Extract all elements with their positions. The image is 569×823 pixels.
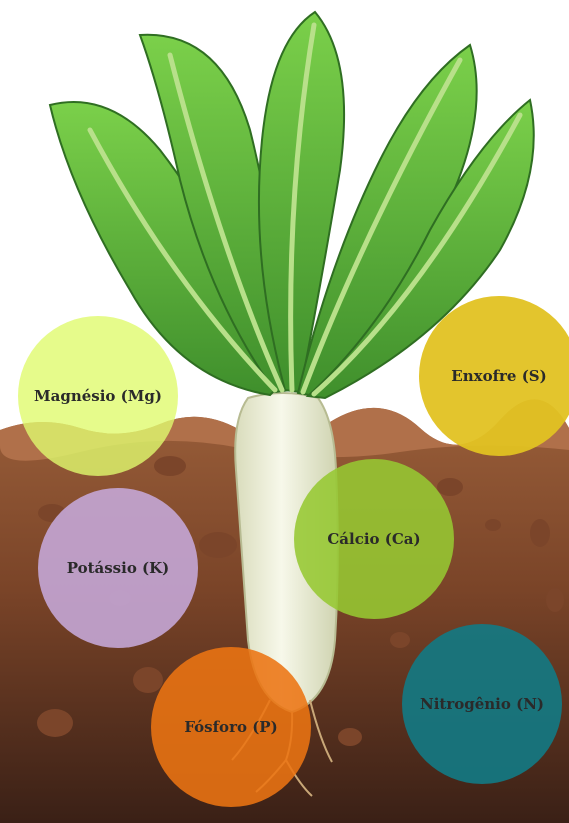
nutrient-potassium: Potássio (K) [38, 488, 198, 648]
nutrient-label: Enxofre (S) [451, 367, 546, 385]
nutrient-label: Cálcio (Ca) [327, 530, 420, 548]
nutrient-label: Potássio (K) [67, 559, 170, 577]
nutrient-calcium: Cálcio (Ca) [294, 459, 454, 619]
nutrient-label: Fósforo (P) [184, 718, 277, 736]
nutrient-magnesium: Magnésio (Mg) [18, 316, 178, 476]
nutrient-phosphorus: Fósforo (P) [151, 647, 311, 807]
nutrient-nitrogen: Nitrogênio (N) [402, 624, 562, 784]
nutrient-label: Nitrogênio (N) [420, 695, 544, 713]
nutrient-sulfur: Enxofre (S) [419, 296, 569, 456]
nutrient-label: Magnésio (Mg) [34, 387, 162, 405]
